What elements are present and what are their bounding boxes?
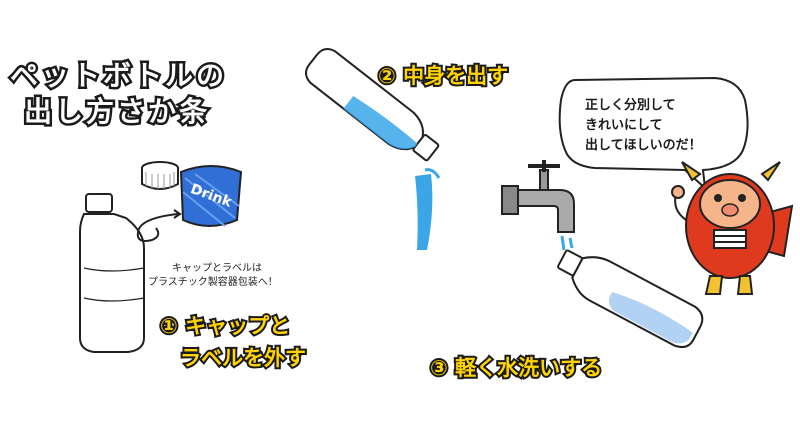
cap-label-note-line1: キャップとラベルは [172, 263, 262, 274]
bottle-label-icon: Drink [179, 165, 243, 227]
mascot-character [671, 161, 794, 295]
step-1-title-line2: ラベルを外す [178, 344, 308, 372]
cap-label-note-line2: プラスチック製容器包装へ！ [148, 277, 278, 288]
faucet-icon [501, 160, 575, 251]
page-title-line1: ペットボトルの [7, 57, 228, 95]
step-2-title: ② 中身を出す [376, 62, 510, 90]
bottle-pouring-illustration [305, 47, 441, 250]
step-3-title: ③ 軽く水洗いする [428, 354, 604, 382]
bubble-text-line2: きれいにして [585, 118, 663, 133]
bottle-cap-icon [141, 161, 179, 190]
bubble-text-line3: 出してほしいのだ！ [585, 138, 702, 153]
bottle-washing-illustration [557, 249, 704, 348]
bottle-illustration-step1 [79, 193, 145, 353]
bubble-text-line1: 正しく分別して [585, 98, 676, 113]
swirl-arrow-icon [136, 209, 182, 242]
page-title-line2: 出し方さか条 [21, 93, 211, 131]
step-1-title-line1: ① キャップと [158, 312, 292, 340]
